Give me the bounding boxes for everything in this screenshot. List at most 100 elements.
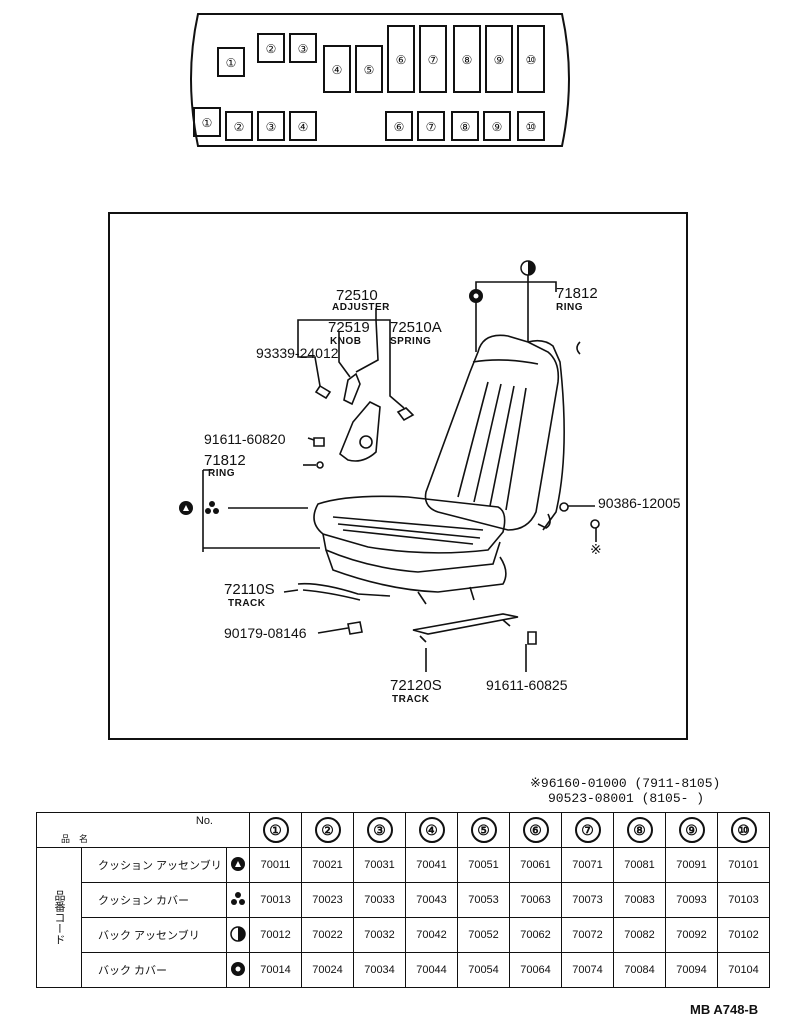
col-head-10: ⑩ <box>717 812 770 848</box>
cell: 70011 <box>249 847 302 883</box>
upper-label-9: ⑨ <box>494 53 505 67</box>
bolt-90386 <box>559 502 569 512</box>
cell: 70102 <box>717 917 770 953</box>
table-header-cell: No. 品 名 <box>36 812 250 848</box>
three-dots-symbol <box>205 501 219 514</box>
col-head-1: ① <box>249 812 302 848</box>
upper-label-7: ⑦ <box>428 53 439 67</box>
seat-back <box>424 334 560 531</box>
footer-code: MB A748-B <box>690 1002 759 1017</box>
triangle-symbol <box>179 501 193 515</box>
lower-box-9 <box>517 111 545 141</box>
cell: 70052 <box>457 917 510 953</box>
note-line-1: ※96160-01000 (7911-8105) <box>530 776 721 791</box>
upper-label-10: ⑩ <box>526 53 537 67</box>
lower-box-8 <box>483 111 511 141</box>
upper-label-3: ③ <box>298 42 309 56</box>
cell: 70062 <box>509 917 562 953</box>
no-label: No. <box>195 815 213 827</box>
lower-box-2 <box>225 111 253 141</box>
half-circle-symbol <box>520 260 536 276</box>
upper-box-3 <box>289 33 317 63</box>
cell: 70092 <box>665 917 718 953</box>
label-track-a: TRACK <box>228 598 266 609</box>
upper-label-2: ② <box>266 42 277 56</box>
col-head-7: ⑦ <box>561 812 614 848</box>
seat-cushion <box>313 495 506 554</box>
cell: 70051 <box>457 847 510 883</box>
cell: 70081 <box>613 847 666 883</box>
upper-label-6: ⑥ <box>396 53 407 67</box>
lower-label-8: ⑨ <box>492 120 503 134</box>
lower-label-7: ⑧ <box>460 120 471 134</box>
cell: 70054 <box>457 952 510 988</box>
upper-box-8 <box>453 25 481 93</box>
cell: 70074 <box>561 952 614 988</box>
cell: 70082 <box>613 917 666 953</box>
upper-label-5: ⑤ <box>364 63 375 77</box>
label-72120s: 72120S <box>390 677 442 694</box>
three-dots-icon <box>226 882 250 918</box>
cell: 70012 <box>249 917 302 953</box>
track-72120s <box>412 613 519 635</box>
label-ring-a: RING <box>556 302 583 313</box>
table-row: バック カバー 70014 70024 70034 70044 70054 70… <box>37 952 770 988</box>
upper-box-6 <box>387 25 415 93</box>
diagram-frame <box>108 212 688 740</box>
cell: 70043 <box>405 882 458 918</box>
cell: 70071 <box>561 847 614 883</box>
lower-box-6 <box>417 111 445 141</box>
row-name: バック カバー <box>81 952 227 988</box>
lower-label-3: ③ <box>266 120 277 134</box>
cell: 70064 <box>509 952 562 988</box>
cell: 70093 <box>665 882 718 918</box>
cell: 70023 <box>301 882 354 918</box>
cell: 70104 <box>717 952 770 988</box>
cell: 70101 <box>717 847 770 883</box>
col-head-5: ⑤ <box>457 812 510 848</box>
ring-icon <box>226 952 250 988</box>
col-head-3: ③ <box>353 812 406 848</box>
ring-symbol <box>469 289 483 303</box>
row-name: クッション アッセンブリ <box>81 847 227 883</box>
cell: 70031 <box>353 847 406 883</box>
cell: 70022 <box>301 917 354 953</box>
row-name: クッション カバー <box>81 882 227 918</box>
col-head-6: ⑥ <box>509 812 562 848</box>
lower-label-6: ⑦ <box>426 120 437 134</box>
label-72510: 72510 <box>336 287 378 304</box>
label-90179: 90179-08146 <box>224 625 307 641</box>
lower-box-3 <box>257 111 285 141</box>
col-head-9: ⑨ <box>665 812 718 848</box>
seat-base <box>325 549 507 593</box>
seat-diagram: 72510 ADJUSTER 72519 KNOB 72510A SPRING … <box>179 260 681 705</box>
label-72510a: 72510A <box>390 319 442 336</box>
label-93339: 93339-24012 <box>256 345 339 361</box>
row-name: バック アッセンブリ <box>81 917 227 953</box>
cell: 70021 <box>301 847 354 883</box>
note-line-2: 90523-08001 (8105- ) <box>548 791 705 806</box>
table-row: 品番コード クッション アッセンブリ 70011 70021 70031 700… <box>36 847 770 988</box>
parts-table: No. 品 名 ① ② ③ ④ ⑤ ⑥ ⑦ ⑧ ⑨ ⑩ 品番コード クッション … <box>36 812 770 988</box>
ring-71812b <box>316 461 324 469</box>
label-71812b: 71812 <box>204 452 246 469</box>
cell: 70072 <box>561 917 614 953</box>
cell: 70073 <box>561 882 614 918</box>
triangle-icon <box>226 847 250 883</box>
label-track-b: TRACK <box>392 694 430 705</box>
col-head-8: ⑧ <box>613 812 666 848</box>
upper-label-8: ⑧ <box>462 53 473 67</box>
lower-box-5 <box>385 111 413 141</box>
label-spring: SPRING <box>390 336 431 347</box>
upper-box-7 <box>419 25 447 93</box>
col-head-2: ② <box>301 812 354 848</box>
bolt-91611b <box>527 631 537 645</box>
cell: 70024 <box>301 952 354 988</box>
knob-part <box>343 372 361 406</box>
upper-box-10 <box>517 25 545 93</box>
side-code-label: 品番コード <box>36 847 82 988</box>
upper-box-1 <box>217 47 245 77</box>
lower-label-9: ⑩ <box>526 120 537 134</box>
label-91611b: 91611-60825 <box>486 677 568 693</box>
upper-box-5 <box>355 45 383 93</box>
